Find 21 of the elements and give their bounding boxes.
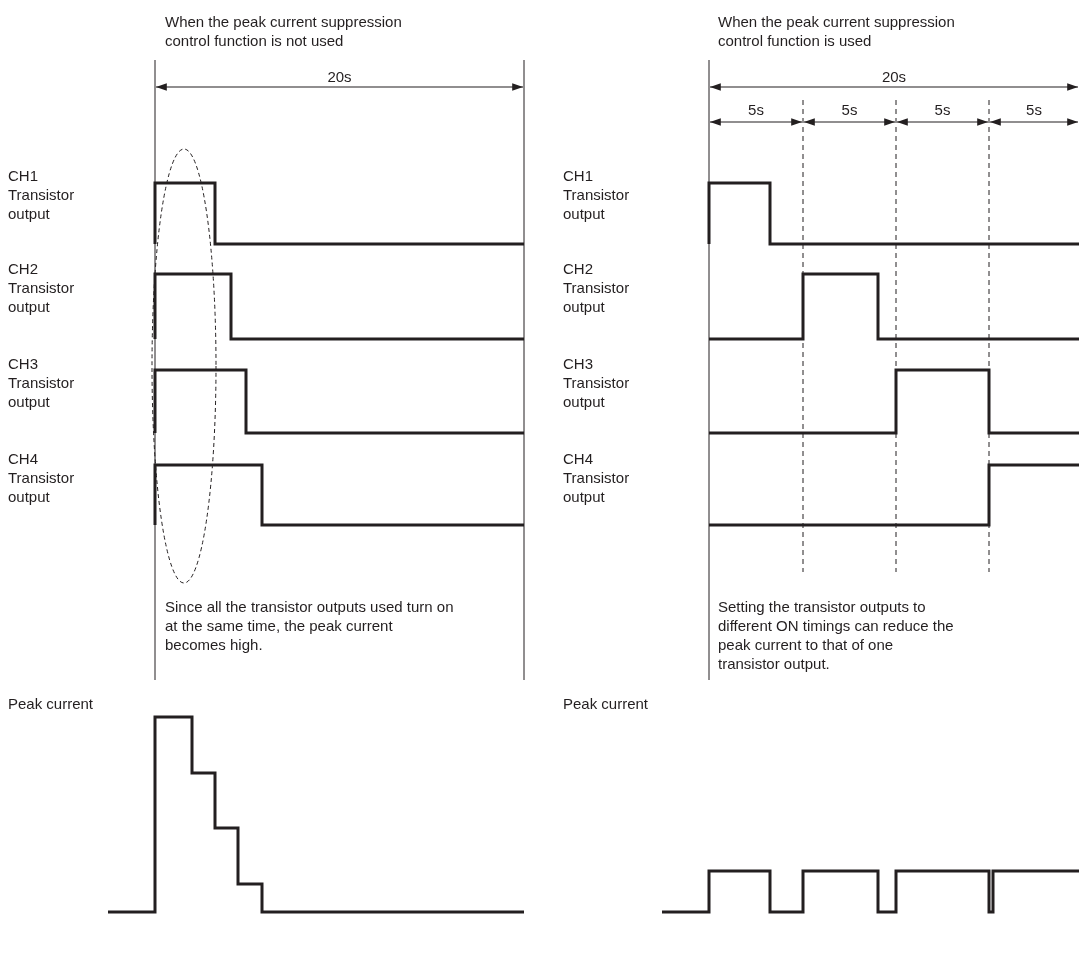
dimension-label: 5s — [933, 100, 952, 119]
signal-label: CH2 Transistor output — [563, 259, 631, 316]
note-text: Since all the transistor outputs used turn on at the same time, the peak current becomes high. — [165, 597, 455, 654]
dimension-label: 20s — [326, 67, 353, 86]
signal-label: CH4 Transistor output — [563, 449, 631, 506]
signal-label: CH4 Transistor output — [8, 449, 76, 506]
axis-label: Peak current — [563, 694, 650, 713]
signal-label: CH2 Transistor output — [8, 259, 76, 316]
heading: When the peak current suppression control function is used — [718, 12, 956, 50]
dimension-label: 20s — [880, 67, 908, 86]
signal-label: CH3 Transistor output — [563, 354, 631, 411]
signal-label: CH1 Transistor output — [8, 166, 76, 223]
dimension-label: 5s — [840, 100, 859, 119]
signal-label: CH3 Transistor output — [8, 354, 76, 411]
note-text: Setting the transistor outputs to different ON timings can reduce the peak current to that of one transistor output. — [718, 597, 955, 673]
heading: When the peak current suppression control function is not used — [165, 12, 403, 50]
dimension-label: 5s — [1025, 100, 1043, 119]
dashed-ellipse — [151, 148, 217, 584]
dimension-label: 5s — [747, 100, 765, 119]
signal-label: CH1 Transistor output — [563, 166, 631, 223]
axis-label: Peak current — [8, 694, 95, 713]
